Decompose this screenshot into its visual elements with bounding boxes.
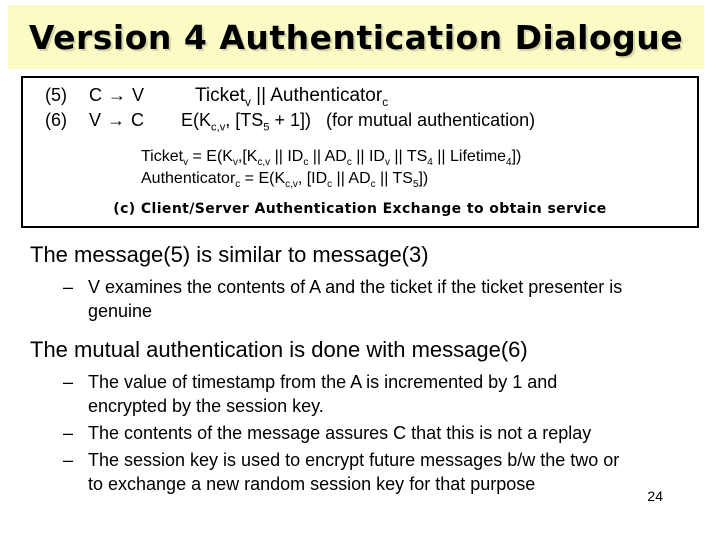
section-message5: The message(5) is similar to message(3) … bbox=[20, 241, 704, 323]
message-number: (6) bbox=[45, 110, 67, 130]
dash-bullet-icon: – bbox=[63, 372, 74, 392]
bullet-text: The value of timestamp from the A is inc… bbox=[88, 372, 558, 416]
source-party: C bbox=[89, 85, 102, 105]
exchange-caption: (c) Client/Server Authentication Exchang… bbox=[113, 201, 607, 217]
list-item: – The session key is used to encrypt fut… bbox=[63, 448, 704, 496]
protocol-row-5: (5) C → V Ticketv || Authenticatorc bbox=[23, 83, 697, 108]
dash-bullet-icon: – bbox=[63, 277, 74, 297]
slide-title: Version 4 Authentication Dialogue bbox=[28, 17, 684, 57]
list-item: – The value of timestamp from the A is i… bbox=[63, 370, 704, 418]
title-band: Version 4 Authentication Dialogue bbox=[8, 5, 704, 69]
list-item: – The contents of the message assures C … bbox=[63, 421, 704, 445]
list-item: – V examines the contents of A and the t… bbox=[63, 275, 704, 323]
section-heading: The mutual authentication is done with m… bbox=[30, 337, 528, 362]
bullet-text: The session key is used to encrypt futur… bbox=[88, 450, 620, 494]
section-mutual-auth: The mutual authentication is done with m… bbox=[20, 336, 704, 496]
dash-bullet-icon: – bbox=[63, 423, 74, 443]
protocol-exchange-box: (5) C→V Ticketv || Authenticatorc (6) V→… bbox=[21, 76, 699, 228]
right-arrow-icon: → bbox=[108, 85, 126, 105]
message-direction: C → V bbox=[89, 83, 181, 108]
protocol-row-6: (6) V→C E(Kc,v, [TS5 + 1]) (for mutual a… bbox=[23, 108, 697, 133]
destination-party: C bbox=[131, 110, 145, 130]
dash-bullet-icon: – bbox=[63, 450, 74, 470]
bullet-text: The contents of the message assures C th… bbox=[88, 423, 592, 443]
message-content: Ticketv || Authenticatorc bbox=[195, 85, 389, 109]
right-arrow-icon: → bbox=[107, 110, 126, 130]
bullet-text: V examines the contents of A and the tic… bbox=[88, 277, 623, 321]
message-content: E(Kc,v, [TS5 + 1]) (for mutual authentic… bbox=[181, 110, 536, 134]
source-party: V bbox=[89, 110, 102, 130]
destination-party: V bbox=[132, 85, 145, 105]
section-heading: The message(5) is similar to message(3) bbox=[30, 242, 429, 267]
message-number: (5) bbox=[45, 85, 67, 105]
formula-block: Ticketv = E(Kv,[Kc,v || IDc || ADc || ID… bbox=[141, 146, 697, 190]
authenticator-formula: Authenticatorc = E(Kc,v, [IDc || ADc || … bbox=[141, 170, 429, 191]
slide-body: The message(5) is similar to message(3) … bbox=[20, 228, 704, 499]
page-number: 24 bbox=[647, 488, 663, 504]
message-direction: V→C bbox=[89, 108, 181, 133]
ticket-formula: Ticketv = E(Kv,[Kc,v || IDc || ADc || ID… bbox=[141, 148, 522, 169]
